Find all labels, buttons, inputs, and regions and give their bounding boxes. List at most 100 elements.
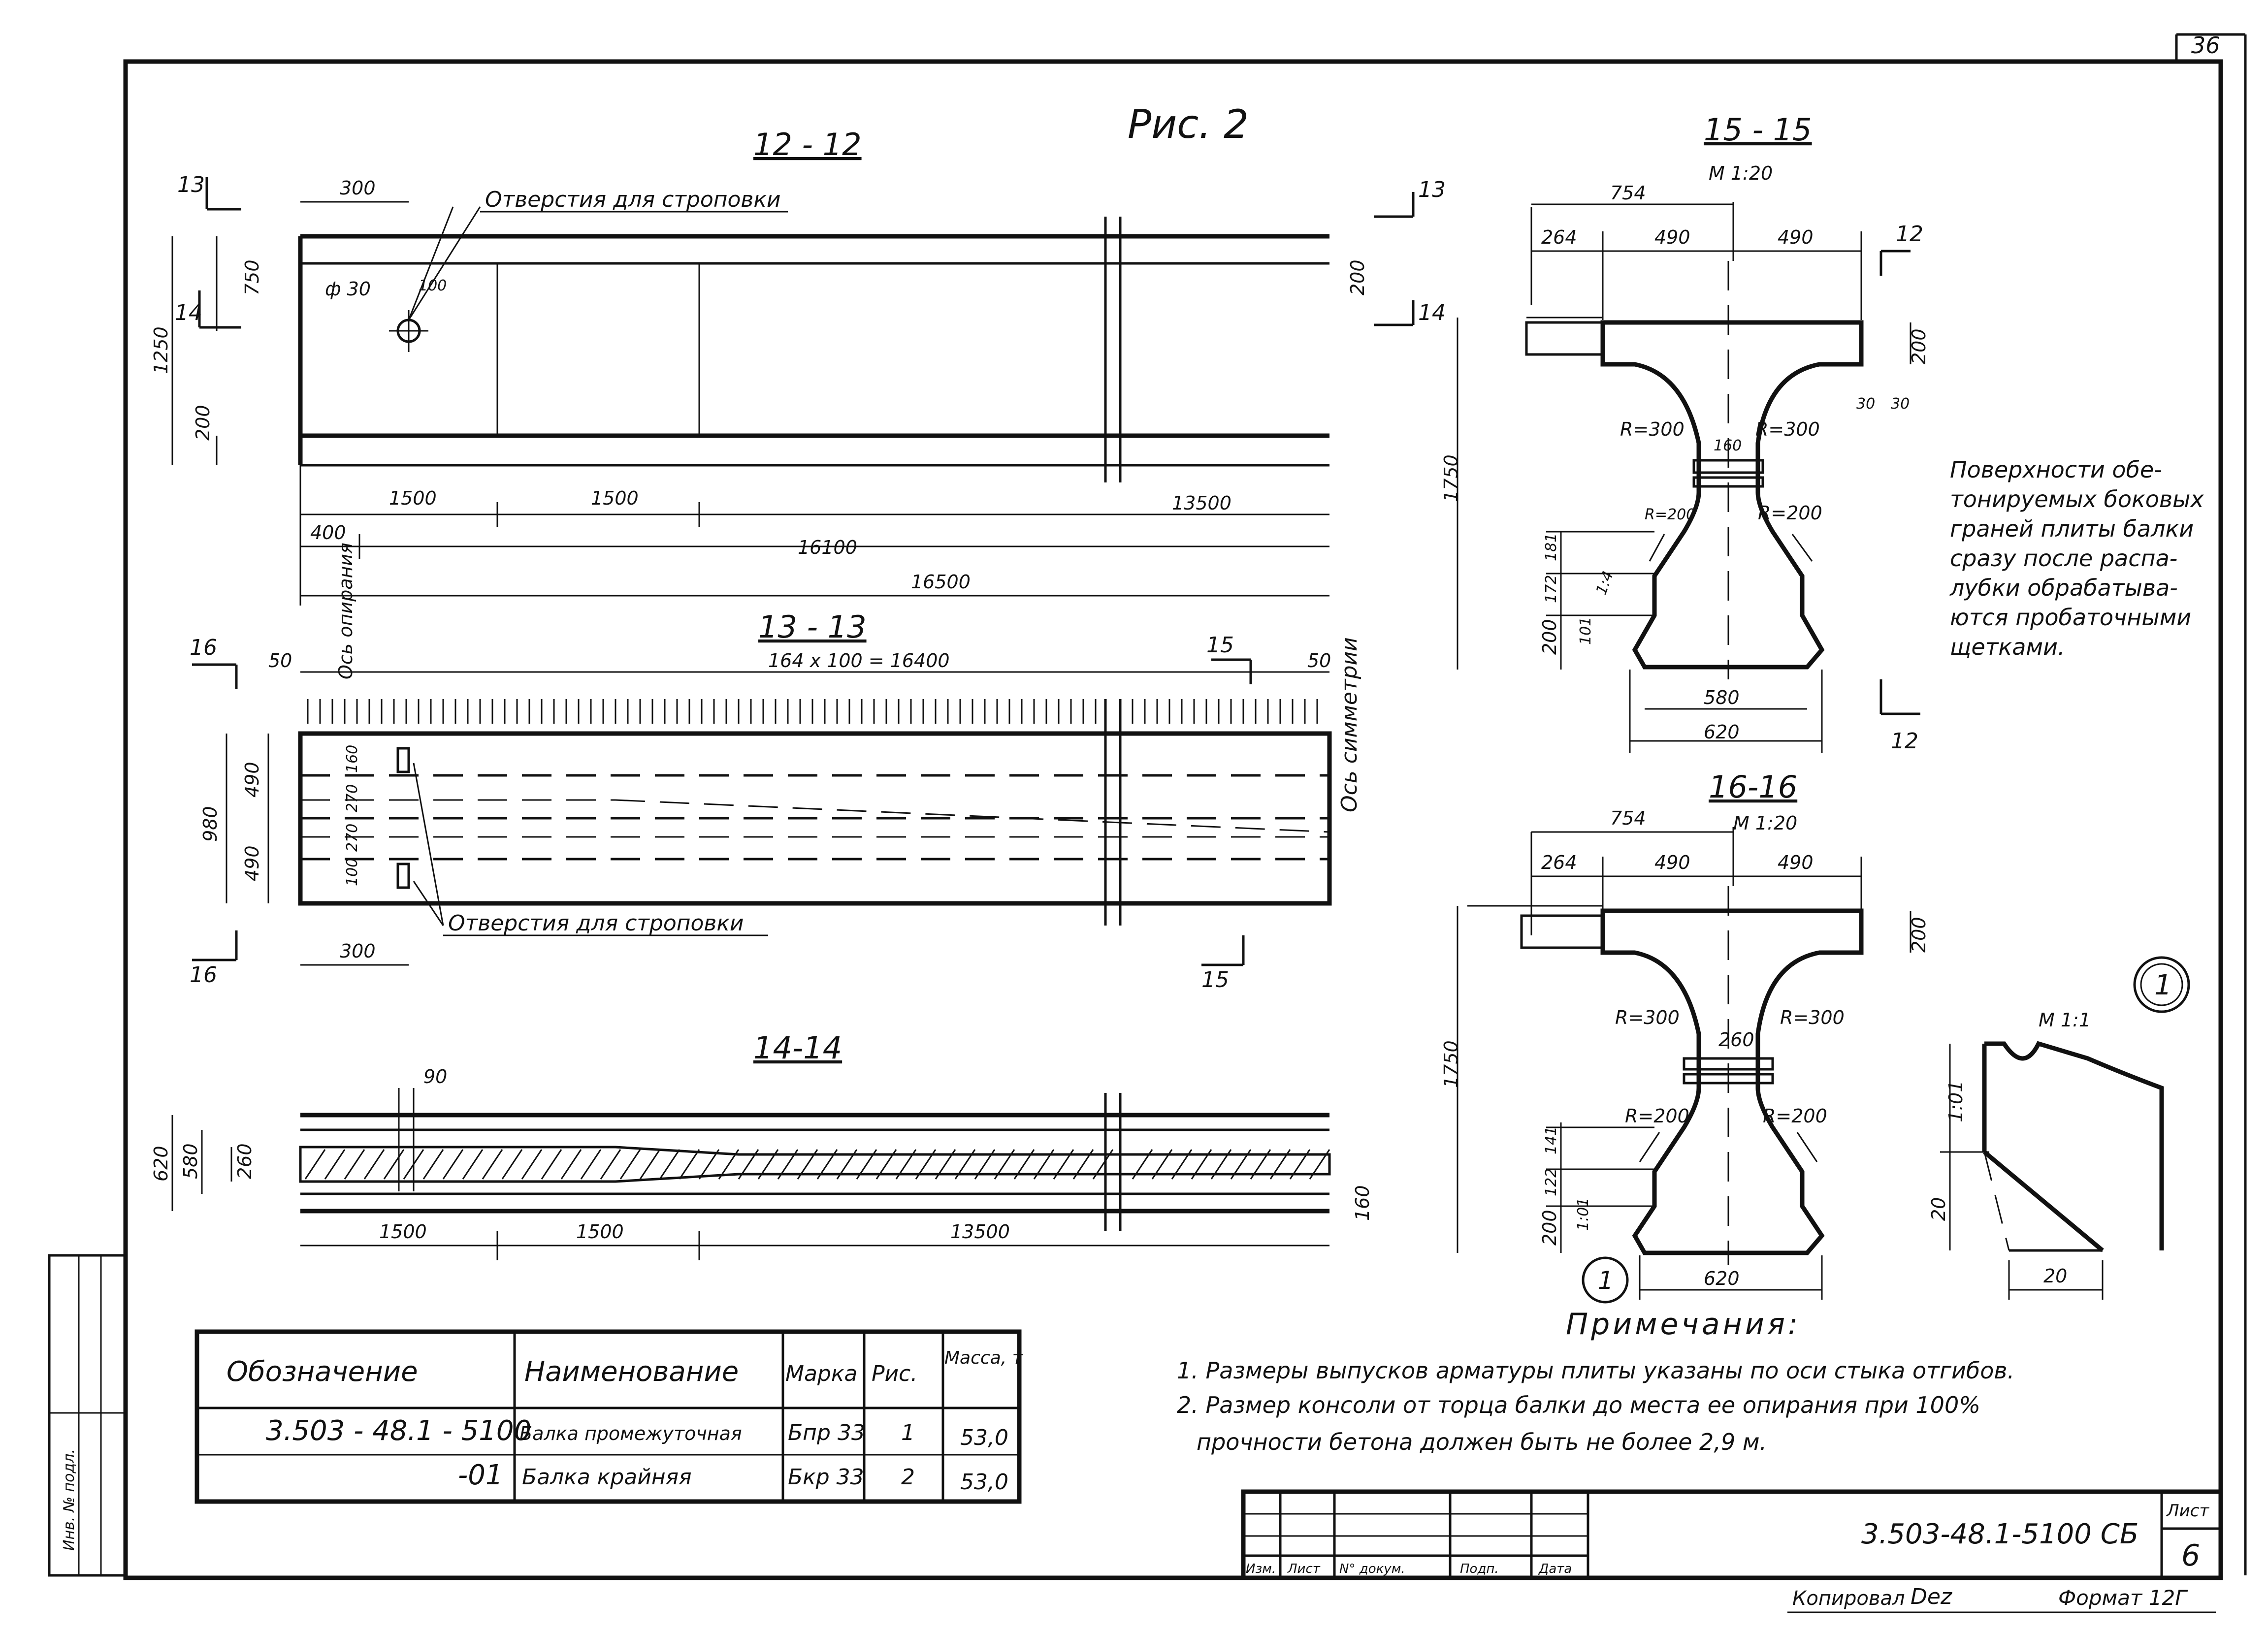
dim-14-1500-b: 1500 xyxy=(576,1221,624,1243)
s15-r300-left: R=300 xyxy=(1620,418,1685,440)
rebar-ticks xyxy=(307,699,1318,724)
s16-dim-122: 122 xyxy=(1543,1168,1560,1196)
detail-1-callout: 1 xyxy=(2154,969,2172,1001)
dim-50-right: 50 xyxy=(1307,650,1331,672)
side-stamp-label: Инв. № подл. xyxy=(61,1449,78,1551)
notes-heading: Примечания: xyxy=(1566,1307,1801,1342)
s16-dim-141: 141 xyxy=(1543,1126,1560,1154)
dim-90: 90 xyxy=(423,1066,447,1087)
cut-13-right: 13 xyxy=(1418,177,1446,202)
table-cell-r1-designation: 3.503 - 48.1 - 5100 xyxy=(266,1415,531,1447)
axis-symmetry-label: Ось симметрии xyxy=(1337,637,1362,812)
title-block: Изм. Лист N° докум. Подп. Дата 3.503-48.… xyxy=(1241,1489,2223,1580)
dim-50-left: 50 xyxy=(268,650,292,672)
detail-1-ratio: 1:01 xyxy=(1945,1081,1967,1122)
note-3: прочности бетона должен быть не более 2,… xyxy=(1197,1429,1767,1455)
sheet-frame xyxy=(48,33,2247,1580)
note-2: 2. Размер консоли от торца балки до мест… xyxy=(1177,1392,1980,1418)
dim-580-rib: 580 xyxy=(180,1143,201,1179)
section-16-title: 16-16 xyxy=(1709,769,1797,805)
dim-13500: 13500 xyxy=(1172,492,1231,514)
dim-490-bottom: 490 xyxy=(241,845,263,881)
detail-1-dim-20-h: 20 xyxy=(2043,1265,2067,1287)
dim-490-top: 490 xyxy=(241,762,263,798)
tb-col-list: Лист xyxy=(1287,1562,1321,1576)
table-cell-r2-mark: Бкр 33 xyxy=(788,1465,864,1490)
s15-dim-754: 754 xyxy=(1610,182,1646,204)
s16-dim-1750: 1750 xyxy=(1440,1040,1462,1088)
table-header-mark: Марка xyxy=(785,1361,857,1386)
note-1: 1. Размеры выпусков арматуры плиты указа… xyxy=(1177,1357,2014,1384)
sheet-number: 36 xyxy=(2191,32,2220,59)
dim-750: 750 xyxy=(241,259,263,295)
table-header-fig: Рис. xyxy=(872,1361,917,1386)
surface-note-line-2: тонируемых боковых xyxy=(1950,486,2204,512)
dim-16500: 16500 xyxy=(911,571,971,593)
section-12-title: 12 - 12 xyxy=(753,127,862,162)
s16-dim-620: 620 xyxy=(1704,1268,1740,1289)
table-cell-r2-fig: 2 xyxy=(901,1465,915,1490)
dim-100-small: 100 xyxy=(344,858,361,886)
section-15-title: 15 - 15 xyxy=(1704,112,1812,148)
surface-note-line-3: граней плиты балки xyxy=(1950,515,2194,542)
table-cell-r1-mass: 53,0 xyxy=(960,1425,1008,1450)
s15-r200-left: R=200 xyxy=(1645,506,1695,523)
cut-14-left: 14 xyxy=(175,300,202,325)
table-cell-r2-mass: 53,0 xyxy=(960,1470,1008,1495)
surface-note-line-5: лубки обрабатыва- xyxy=(1949,575,2178,601)
surface-note-line-6: ются пробаточными xyxy=(1950,604,2191,631)
section-16-16: 16-16 М 1:20 754 264 490 490 200 R=300 R… xyxy=(1440,769,1930,1304)
s15-r300-right: R=300 xyxy=(1755,418,1820,440)
section-13-13: 13 - 13 164 x 100 = 16400 50 50 Отверсти… xyxy=(190,609,1362,992)
detail-1-scale: М 1:1 xyxy=(2039,1009,2091,1031)
s16-dim-490-b: 490 xyxy=(1778,852,1814,873)
footer-format: Формат 12Г xyxy=(2058,1586,2188,1610)
section-13-spacing: 164 x 100 = 16400 xyxy=(768,650,950,672)
dim-300-top: 300 xyxy=(340,177,376,199)
s15-dim-490-b: 490 xyxy=(1778,226,1814,248)
s15-dim-30-a: 30 xyxy=(1856,395,1875,413)
dim-260-rib: 260 xyxy=(234,1143,256,1179)
rib-hatching xyxy=(304,1149,1330,1180)
table-cell-r1-name: Балка промежуточная xyxy=(519,1423,742,1444)
detail-1: 1 М 1:1 1:01 20 20 xyxy=(1928,956,2190,1300)
dim-270-small-b: 270 xyxy=(344,824,361,852)
section-12-12: 12 - 12 Отверстия для строповки 300 ф 30… xyxy=(150,127,1446,679)
tb-col-izm: Изм. xyxy=(1246,1562,1276,1576)
table-cell-r1-fig: 1 xyxy=(901,1420,915,1445)
dim-620-rib: 620 xyxy=(150,1146,172,1182)
s15-dim-1750: 1750 xyxy=(1440,454,1462,502)
section-15-scale: М 1:20 xyxy=(1709,162,1773,184)
dim-phi-30: ф 30 xyxy=(325,278,371,300)
detail-1-dim-20-v: 20 xyxy=(1928,1197,1949,1221)
dim-16100: 16100 xyxy=(798,537,857,558)
tb-col-sign: Подп. xyxy=(1460,1562,1499,1576)
s16-dim-200-side: 200 xyxy=(1908,917,1930,953)
section-14-14: 14-14 90 620 580 260 160 1500 1500 13500 xyxy=(150,1030,1373,1260)
spec-table: Обозначение Наименование Марка Рис. Масс… xyxy=(194,1329,1023,1504)
table-header-name: Наименование xyxy=(524,1356,739,1388)
s16-callout: 1 xyxy=(1598,1266,1614,1295)
surface-note: Поверхности обе- тонируемых боковых гран… xyxy=(1949,456,2204,660)
s16-dim-490-a: 490 xyxy=(1654,852,1690,873)
dim-14-1500-a: 1500 xyxy=(379,1221,427,1243)
s15-dim-30-b: 30 xyxy=(1891,395,1910,413)
s15-dim-181: 181 xyxy=(1543,533,1560,561)
tb-sheet-value: 6 xyxy=(2181,1538,2200,1573)
footer-signature: Dez xyxy=(1911,1584,1952,1609)
surface-note-line-1: Поверхности обе- xyxy=(1950,456,2162,483)
s15-dim-200-side: 200 xyxy=(1908,328,1930,364)
s15-dim-200-b: 200 xyxy=(1539,619,1560,655)
s16-dim-264: 264 xyxy=(1541,852,1577,873)
s16-dim-754: 754 xyxy=(1610,807,1646,829)
section-13-hole-note: Отверстия для строповки xyxy=(448,911,744,936)
cut-14-right: 14 xyxy=(1418,300,1446,325)
dim-100: 100 xyxy=(419,277,447,294)
surface-note-line-4: сразу после распа- xyxy=(1950,545,2177,572)
dim-200-left: 200 xyxy=(192,405,214,441)
tb-sheet-label: Лист xyxy=(2166,1501,2209,1521)
section-14-title: 14-14 xyxy=(753,1030,842,1066)
figure-title: Рис. 2 xyxy=(1128,101,1249,147)
axis-support-label: Ось опирания xyxy=(335,543,356,679)
